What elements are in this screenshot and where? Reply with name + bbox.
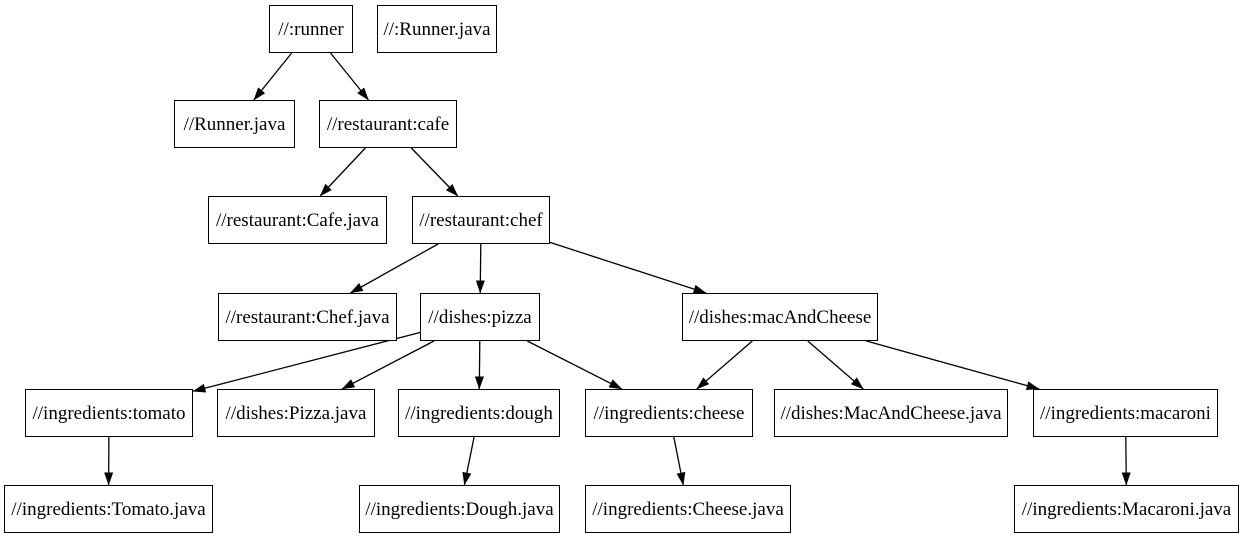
edge-cafe-to-chef: [410, 147, 459, 197]
graph-node-dough-java: //ingredients:Dough.java: [359, 485, 560, 533]
graph-node-label: //:Runner.java: [383, 18, 491, 40]
edge-runner-to-cafe: [329, 52, 370, 101]
graph-node-cheese-java: //ingredients:Cheese.java: [585, 485, 791, 533]
graph-node-runner-java-src: //:Runner.java: [377, 5, 497, 53]
graph-node-runner: //:runner: [269, 5, 353, 53]
graph-node-label: //restaurant:chef: [419, 209, 543, 231]
graph-node-label: //ingredients:Dough.java: [365, 498, 554, 520]
graph-node-label: //dishes:pizza: [428, 306, 532, 328]
graph-node-label: //Runner.java: [183, 113, 286, 135]
graph-node-label: //ingredients:Tomato.java: [11, 498, 206, 520]
graph-node-chef-java: //restaurant:Chef.java: [218, 293, 397, 341]
edge-mac-and-cheese-to-mac-java: [807, 340, 864, 390]
graph-node-label: //restaurant:cafe: [326, 113, 450, 135]
graph-node-cafe: //restaurant:cafe: [319, 100, 457, 148]
graph-node-cheese: //ingredients:cheese: [585, 389, 753, 437]
edge-pizza-to-pizza-java: [341, 340, 435, 390]
edge-dough-to-dough-java: [462, 436, 475, 486]
graph-node-dough: //ingredients:dough: [398, 389, 560, 437]
edge-pizza-to-cheese: [527, 340, 623, 390]
graph-node-runner-java: //Runner.java: [174, 100, 295, 148]
graph-node-label: //ingredients:cheese: [593, 402, 745, 424]
edge-mac-and-cheese-to-macaroni: [866, 340, 1040, 390]
graph-node-tomato-java: //ingredients:Tomato.java: [4, 485, 213, 533]
graph-node-label: //ingredients:tomato: [32, 402, 186, 424]
edge-cheese-to-cheese-java: [673, 436, 686, 486]
edge-mac-and-cheese-to-cheese: [696, 340, 753, 390]
graph-node-label: //ingredients:Cheese.java: [592, 498, 784, 520]
graph-node-label: //dishes:MacAndCheese.java: [780, 402, 1002, 424]
graph-node-pizza-java: //dishes:Pizza.java: [217, 389, 375, 437]
graph-node-macaroni-java: //ingredients:Macaroni.java: [1014, 485, 1239, 533]
edge-runner-to-runner-java: [253, 52, 293, 101]
edge-cafe-to-cafe-java: [319, 147, 366, 197]
graph-node-chef: //restaurant:chef: [412, 196, 550, 244]
graph-node-label: //restaurant:Chef.java: [225, 306, 390, 328]
graph-node-label: //dishes:Pizza.java: [225, 402, 367, 424]
graph-node-label: //restaurant:Cafe.java: [215, 209, 379, 231]
edge-chef-to-mac-and-cheese: [549, 241, 707, 294]
graph-node-mac-and-cheese: //dishes:macAndCheese: [682, 293, 878, 341]
graph-node-macaroni: //ingredients:macaroni: [1033, 389, 1218, 437]
graph-node-label: //:runner: [278, 18, 344, 40]
graph-node-cafe-java: //restaurant:Cafe.java: [208, 196, 387, 244]
graph-node-mac-java: //dishes:MacAndCheese.java: [774, 389, 1008, 437]
graph-node-label: //ingredients:macaroni: [1040, 402, 1211, 424]
graph-node-label: //ingredients:dough: [405, 402, 553, 424]
edge-pizza-to-dough: [474, 340, 484, 390]
graph-node-tomato: //ingredients:tomato: [25, 389, 193, 437]
edge-chef-to-pizza: [475, 243, 485, 294]
graph-node-label: //dishes:macAndCheese: [688, 306, 872, 328]
graph-node-pizza: //dishes:pizza: [420, 293, 540, 341]
edge-chef-to-chef-java: [349, 243, 439, 294]
edge-pizza-to-tomato: [192, 331, 421, 393]
graph-node-label: //ingredients:Macaroni.java: [1021, 498, 1232, 520]
edge-macaroni-to-macaroni-java: [1121, 436, 1131, 486]
